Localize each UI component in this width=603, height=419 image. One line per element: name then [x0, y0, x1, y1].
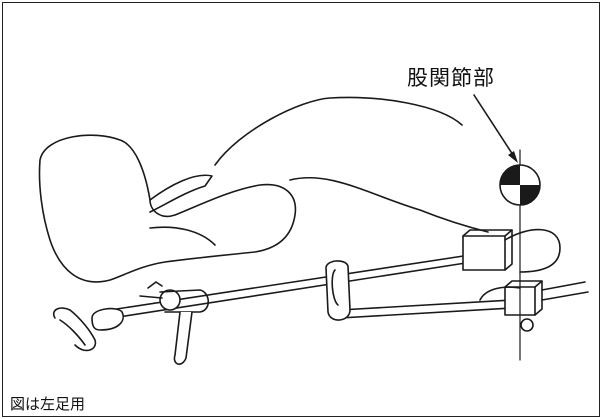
hip-block: [462, 235, 506, 271]
shoe-ankle-fold: [149, 174, 213, 213]
figure-caption: 図は左足用: [10, 395, 86, 413]
shoe-heel-line: [149, 226, 216, 246]
arrow-head: [508, 151, 518, 163]
shoe-outline: [38, 134, 297, 283]
hip-joint-target-icon: [499, 164, 541, 206]
rail-lower: [339, 299, 513, 311]
hip-joint-label: 股関節部: [407, 66, 495, 90]
middle-clamp: [325, 260, 351, 321]
rail-lower-2: [339, 307, 513, 319]
rear-end-cap: [91, 307, 124, 331]
rear-hook: [52, 307, 97, 352]
leg-underside: [289, 176, 489, 233]
hip-pointer-arrow: [473, 94, 516, 159]
lever-handle: [173, 311, 193, 365]
knob-left: [159, 289, 181, 311]
leg-outline: [214, 96, 463, 166]
